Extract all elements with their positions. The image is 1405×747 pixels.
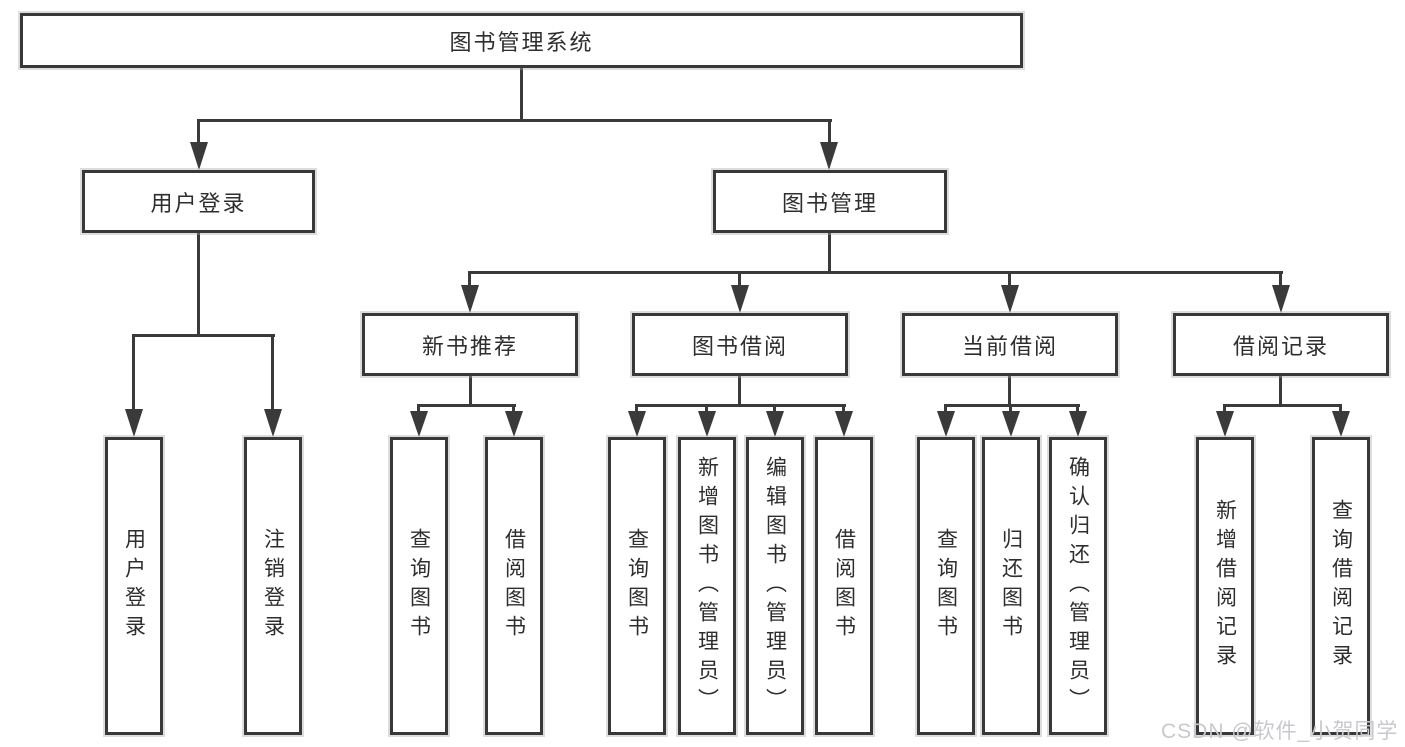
- node-book-borrow: 图书借阅: [632, 313, 848, 376]
- leaf-logout: 注销登录: [244, 437, 302, 735]
- book-borrow-label: 图书借阅: [691, 333, 788, 359]
- leaf-borrow-edit-books-admin: 编辑图书（管理员）: [746, 437, 804, 735]
- connector-stub: [635, 404, 638, 414]
- arrowhead-icon: [1069, 411, 1087, 437]
- node-user-login: 用户登录: [82, 170, 315, 233]
- leaf-label: 注销登录: [261, 528, 285, 644]
- watermark: CSDN @软件_小贺同学: [1161, 720, 1399, 743]
- arrowhead-icon: [937, 411, 955, 437]
- leaf-label: 确认归还（管理员）: [1066, 455, 1090, 717]
- leaf-label: 查询借阅记录: [1329, 499, 1353, 673]
- leaf-label: 查询图书: [934, 528, 958, 644]
- arrowhead-icon: [190, 142, 208, 170]
- arrowhead-icon: [1332, 411, 1350, 437]
- root-label: 图书管理系统: [449, 29, 594, 55]
- new-book-recommend-label: 新书推荐: [421, 333, 518, 359]
- connector-current-borrow-horizontal: [944, 404, 1080, 407]
- connector-stub: [1009, 404, 1012, 414]
- leaf-borrow-query-books: 查询图书: [608, 437, 666, 735]
- arrowhead-icon: [1216, 411, 1234, 437]
- connector-stub: [271, 334, 274, 412]
- node-root-system: 图书管理系统: [20, 13, 1023, 68]
- arrowhead-icon: [835, 411, 853, 437]
- leaf-label: 查询图书: [625, 528, 649, 644]
- arrowhead-icon: [461, 285, 479, 313]
- connector-stub: [132, 334, 135, 412]
- arrowhead-icon: [628, 411, 646, 437]
- leaf-current-return-books: 归还图书: [982, 437, 1040, 735]
- connector-book-borrow-vertical: [738, 375, 741, 406]
- node-book-management: 图书管理: [713, 170, 947, 233]
- arrowhead-icon: [1001, 285, 1019, 313]
- connector-book-borrow-horizontal: [636, 404, 846, 407]
- leaf-newbook-borrow-books: 借阅图书: [485, 437, 543, 735]
- connector-stub: [468, 271, 471, 287]
- leaf-current-confirm-return-admin: 确认归还（管理员）: [1049, 437, 1107, 735]
- leaf-label: 查询图书: [407, 528, 431, 644]
- connector-borrow-records-vertical: [1279, 375, 1282, 406]
- leaf-label: 用户登录: [122, 528, 146, 644]
- connector-borrow-records-horizontal: [1224, 404, 1342, 407]
- user-login-label: 用户登录: [150, 190, 247, 216]
- arrowhead-icon: [766, 411, 784, 437]
- leaf-label: 借阅图书: [832, 528, 856, 644]
- connector-stub: [1008, 271, 1011, 287]
- leaf-user-login: 用户登录: [105, 437, 163, 735]
- leaf-label: 借阅图书: [502, 528, 526, 644]
- connector-stub: [842, 404, 845, 414]
- connector-stub: [197, 119, 200, 145]
- connector-stub: [1339, 404, 1342, 414]
- connector-stub: [705, 404, 708, 414]
- leaf-records-query-record: 查询借阅记录: [1312, 437, 1370, 735]
- connector-stub: [512, 404, 515, 414]
- book-management-label: 图书管理: [781, 190, 878, 216]
- arrowhead-icon: [1002, 411, 1020, 437]
- node-current-borrow: 当前借阅: [902, 313, 1118, 376]
- arrowhead-icon: [264, 409, 282, 437]
- connector-book-mgmt-vertical: [828, 232, 831, 273]
- connector-stub: [738, 271, 741, 287]
- node-new-book-recommend: 新书推荐: [362, 313, 578, 376]
- leaf-borrow-borrow-books: 借阅图书: [815, 437, 873, 735]
- leaf-label: 编辑图书（管理员）: [763, 455, 787, 717]
- connector-root-vertical: [520, 68, 523, 122]
- arrowhead-icon: [731, 285, 749, 313]
- leaf-borrow-add-books-admin: 新增图书（管理员）: [678, 437, 736, 735]
- node-borrow-records: 借阅记录: [1173, 313, 1389, 376]
- connector-stub: [944, 404, 947, 414]
- arrowhead-icon: [820, 142, 838, 170]
- current-borrow-label: 当前借阅: [961, 333, 1058, 359]
- connector-stub: [1076, 404, 1079, 414]
- connector-stub: [1279, 271, 1282, 287]
- leaf-label: 新增借阅记录: [1213, 499, 1237, 673]
- leaf-label: 新增图书（管理员）: [695, 455, 719, 717]
- connector-user-login-vertical: [197, 232, 200, 337]
- connector-stub: [1223, 404, 1226, 414]
- leaf-current-query-books: 查询图书: [917, 437, 975, 735]
- connector-stub: [828, 119, 831, 145]
- connector-new-book-vertical: [469, 375, 472, 406]
- connector-stub: [773, 404, 776, 414]
- connector-stub: [417, 404, 420, 414]
- arrowhead-icon: [505, 411, 523, 437]
- connector-level2-horizontal: [197, 119, 832, 122]
- borrow-records-label: 借阅记录: [1232, 333, 1329, 359]
- leaf-records-add-record: 新增借阅记录: [1196, 437, 1254, 735]
- connector-new-book-horizontal: [418, 404, 516, 407]
- leaf-label: 归还图书: [999, 528, 1023, 644]
- connector-current-borrow-vertical: [1008, 375, 1011, 406]
- arrowhead-icon: [698, 411, 716, 437]
- arrowhead-icon: [410, 411, 428, 437]
- connector-level3-horizontal: [469, 271, 1283, 274]
- leaf-newbook-query-books: 查询图书: [390, 437, 448, 735]
- connector-user-login-horizontal: [133, 334, 275, 337]
- arrowhead-icon: [1272, 285, 1290, 313]
- arrowhead-icon: [125, 409, 143, 437]
